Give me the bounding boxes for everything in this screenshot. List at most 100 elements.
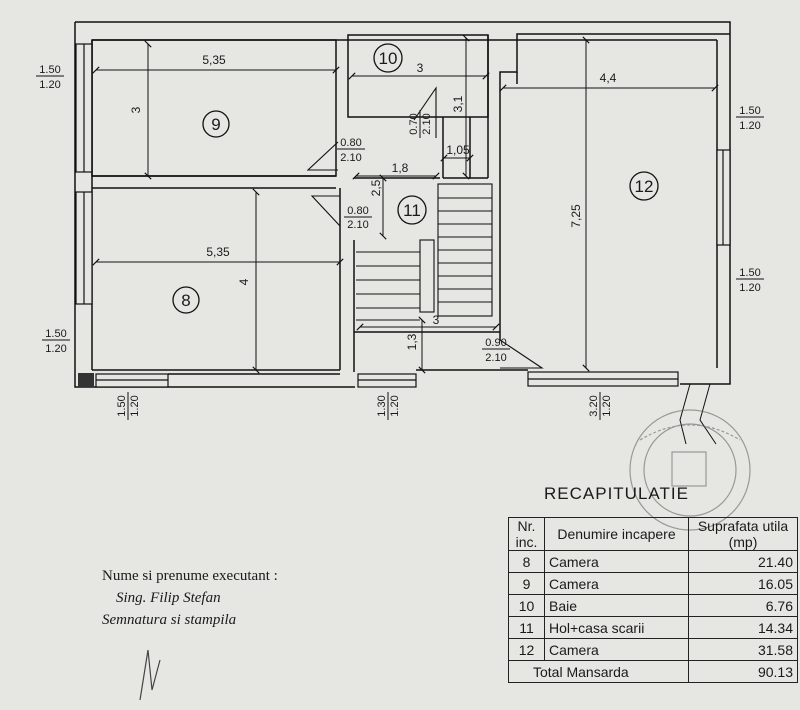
table-total-row: Total Mansarda 90.13	[508, 660, 798, 683]
row-nr: 12	[508, 638, 545, 661]
svg-text:1.20: 1.20	[39, 79, 60, 91]
windows	[75, 43, 731, 388]
svg-text:1.30: 1.30	[376, 395, 388, 416]
executant-label: Nume si prenume executant :	[102, 568, 278, 584]
table-header: Nr. inc. Denumire incapere Suprafata uti…	[508, 517, 798, 551]
row-area: 16.05	[688, 572, 798, 595]
row-name: Camera	[544, 550, 689, 573]
corner-pillar	[78, 373, 94, 387]
svg-text:10: 10	[379, 49, 398, 68]
svg-text:1.20: 1.20	[129, 395, 141, 416]
svg-text:12: 12	[635, 177, 654, 196]
svg-text:0.80: 0.80	[347, 205, 368, 217]
dim-r11-height: 2,5	[369, 179, 383, 196]
header-nr: Nr. inc.	[508, 517, 545, 551]
signature-scribble	[139, 649, 161, 700]
dim-r10-height: 3,1	[451, 95, 465, 112]
window-label: 1.50 1.20	[736, 267, 764, 294]
dim-r9-width: 5,35	[202, 53, 226, 67]
door-label: 0.80 2.10	[337, 137, 365, 164]
svg-text:1.20: 1.20	[389, 395, 401, 416]
svg-text:1.50: 1.50	[39, 64, 60, 76]
svg-text:0.70: 0.70	[408, 113, 420, 134]
svg-text:1.20: 1.20	[45, 343, 66, 355]
svg-text:1.50: 1.50	[739, 105, 760, 117]
header-name: Denumire incapere	[544, 517, 689, 551]
room-number-12: 12	[629, 171, 659, 201]
dim-r11-bottom-width: 3	[433, 313, 440, 327]
door-swings	[306, 86, 544, 369]
svg-text:8: 8	[181, 291, 190, 310]
svg-text:3.20: 3.20	[588, 395, 600, 416]
total-label: Total Mansarda	[508, 660, 689, 683]
recap-title: RECAPITULATIE	[544, 484, 689, 503]
dim-r12-width: 4,4	[600, 71, 617, 85]
room-number-10: 10	[373, 43, 403, 73]
dim-r10-small: 1,05	[446, 143, 470, 157]
table-row: 12 Camera 31.58	[508, 638, 798, 661]
total-value: 90.13	[688, 660, 798, 683]
row-area: 31.58	[688, 638, 798, 661]
room-number-8: 8	[172, 286, 200, 314]
door-label: 0.90 2.10	[482, 337, 510, 364]
recap-table: Nr. inc. Denumire incapere Suprafata uti…	[508, 517, 798, 683]
svg-text:2.10: 2.10	[347, 219, 368, 231]
svg-text:1.20: 1.20	[601, 395, 613, 416]
dimension-texts: 5,35 3 5,35 4 3 3,1 1,05 1,8 2,5 3 1,3 4…	[129, 53, 617, 350]
dim-r8-height: 4	[237, 278, 251, 285]
row-area: 14.34	[688, 616, 798, 639]
room-number-9: 9	[202, 110, 230, 138]
row-name: Hol+casa scarii	[544, 616, 689, 639]
room-number-11: 11	[397, 195, 427, 225]
signature-label: Semnatura si stampila	[102, 612, 237, 628]
bottom-window-label: 1.50 1.20	[116, 392, 141, 420]
row-area: 6.76	[688, 594, 798, 617]
dim-r11-bottom-height: 1,3	[405, 333, 419, 350]
window-label: 1.50 1.20	[42, 328, 70, 355]
door-label: 0.70 2.10	[408, 110, 433, 138]
dim-r11-width: 1,8	[392, 161, 409, 175]
dim-r12-height: 7,25	[569, 204, 583, 228]
door-label: 0.80 2.10	[344, 205, 372, 231]
executant-name: Sing. Filip Stefan	[116, 590, 221, 606]
svg-text:1.50: 1.50	[45, 328, 66, 340]
room-number-markers: 9 8 10 11 12	[172, 43, 659, 314]
table-row: 10 Baie 6.76	[508, 594, 798, 617]
row-nr: 8	[508, 550, 545, 573]
svg-text:1.20: 1.20	[739, 120, 760, 132]
svg-text:1.50: 1.50	[116, 395, 128, 416]
door-labels: 0.80 2.10 0.80 2.10 0.70 2.10 0.90 2.10	[337, 110, 510, 364]
dim-r8-width: 5,35	[206, 245, 230, 259]
svg-text:9: 9	[211, 115, 220, 134]
svg-text:11: 11	[403, 201, 421, 220]
row-name: Baie	[544, 594, 689, 617]
svg-text:1.20: 1.20	[739, 282, 760, 294]
dim-r9-height: 3	[129, 106, 143, 113]
window-labels: 1.50 1.20 1.50 1.20 1.50 1.20 1.50 1.20	[36, 64, 764, 355]
table-row: 9 Camera 16.05	[508, 572, 798, 595]
table-row: 8 Camera 21.40	[508, 550, 798, 573]
svg-text:2.10: 2.10	[485, 352, 506, 364]
bottom-window-labels: 1.50 1.20 1.30 1.20 3.20 1.20	[116, 392, 613, 420]
svg-text:0.90: 0.90	[485, 337, 506, 349]
row-name: Camera	[544, 638, 689, 661]
row-nr: 10	[508, 594, 545, 617]
dim-r10-width: 3	[417, 61, 424, 75]
row-area: 21.40	[688, 550, 798, 573]
svg-text:2.10: 2.10	[340, 152, 361, 164]
window-label: 1.50 1.20	[736, 105, 764, 132]
row-nr: 9	[508, 572, 545, 595]
header-area: Suprafata utila (mp)	[688, 517, 798, 551]
bottom-window-label: 1.30 1.20	[376, 392, 401, 420]
svg-text:0.80: 0.80	[340, 137, 361, 149]
row-nr: 11	[508, 616, 545, 639]
svg-text:2.10: 2.10	[421, 113, 433, 134]
table-row: 11 Hol+casa scarii 14.34	[508, 616, 798, 639]
svg-text:1.50: 1.50	[739, 267, 760, 279]
staircase	[356, 183, 493, 321]
stamp-seal	[629, 409, 751, 531]
row-name: Camera	[544, 572, 689, 595]
window-label: 1.50 1.20	[36, 64, 64, 91]
dimension-lines	[92, 34, 719, 445]
